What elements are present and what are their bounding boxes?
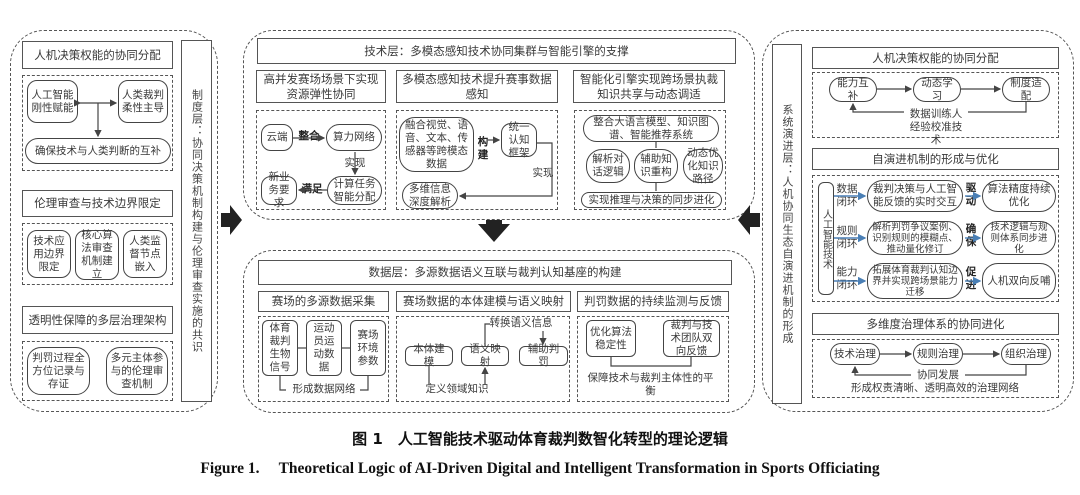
- sys-verb-promote: 促进: [965, 266, 977, 291]
- tech-box-compute-network: 算力网络: [326, 124, 382, 151]
- data-label-convert-semantic: 转换语义信息: [489, 317, 553, 329]
- inst-box-ai-empower: 人工智能刚性赋能: [27, 80, 78, 123]
- data-col1-group: [258, 316, 389, 402]
- sys-step-complement: 能力互补: [829, 77, 877, 102]
- sys-process-ability: 拓展体育裁判认知边界并实现跨场景能力迁移: [867, 263, 963, 299]
- data-box-algo-stability: 优化算法稳定性: [586, 320, 636, 357]
- sys-section3-title: 多维度治理体系的协同进化: [812, 313, 1059, 335]
- tech-col1-group: [256, 110, 386, 210]
- sys-process-rule: 解析判罚争议案例、识别规则的模糊点、推动量化修订: [867, 221, 963, 255]
- sys-loop-label-rule: 规则闭环: [836, 225, 858, 250]
- data-box-two-way-feedback: 裁判与技术团队双向反馈: [663, 319, 720, 357]
- inst-box-human-supervision: 人类监督节点嵌入: [123, 230, 167, 278]
- system-layer-panel: [762, 30, 1074, 412]
- sys-process-data: 裁判决策与人工智能反馈的实时交互: [867, 180, 963, 212]
- sys-gov-rule: 规则治理: [913, 343, 963, 365]
- technology-layer-panel: [243, 30, 755, 220]
- tech-label-integrate: 整合: [298, 130, 320, 142]
- inst-section3-group: [22, 341, 173, 401]
- data-label-balance: 保障技术与裁判主体性的平衡: [587, 372, 714, 397]
- inst-section1-title: 人机决策权能的协同分配: [22, 41, 173, 69]
- sys-step-dynamic-learning: 动态学习: [913, 77, 961, 102]
- sys-verb-drive: 驱动: [965, 182, 977, 207]
- sys-label-governance-network: 形成权责清晰、透明高效的治理网络: [851, 382, 1019, 394]
- institutional-layer-panel: [10, 30, 218, 412]
- sys-section1-group: [812, 72, 1059, 138]
- tech-col2-title: 多模态感知技术提升赛事数据感知: [396, 70, 558, 103]
- tech-box-llm-kg: 整合大语言模型、知识图谱、智能推荐系统: [583, 115, 719, 142]
- data-col3-title: 判罚数据的持续监测与反馈: [577, 291, 729, 312]
- sys-result-algo-precision: 算法精度持续优化: [982, 180, 1056, 212]
- inst-box-complement: 确保技术与人类判断的互补: [25, 138, 171, 164]
- inst-section2-group: [22, 223, 173, 285]
- inst-box-ethics-review: 多元主体参与的伦理审查机制: [106, 347, 168, 395]
- data-box-bio-signal: 体育裁判生物信号: [262, 320, 298, 376]
- figure-caption-cn: 图 1 人工智能技术驱动体育裁判数智化转型的理论逻辑: [352, 430, 728, 448]
- inst-box-boundary: 技术应用边界限定: [27, 230, 71, 278]
- inst-box-algo-review: 核心算法审查机制建立: [75, 229, 119, 280]
- data-col2-title: 赛场数据的本体建模与语义映射: [396, 291, 571, 312]
- sys-box-ai-tech: 人工智能技术: [818, 182, 834, 295]
- system-vertical-label-text: 系统演进层：人机协同生态自演进机制的形成: [781, 104, 794, 344]
- sys-section1-title: 人机决策权能的协同分配: [812, 47, 1059, 69]
- data-col1-title: 赛场的多源数据采集: [258, 291, 389, 312]
- tech-box-new-demand: 新业务要求: [261, 171, 297, 209]
- system-vertical-label: 系统演进层：人机协同生态自演进机制的形成: [772, 44, 802, 404]
- tech-label-realize-2: 实现: [532, 167, 554, 179]
- data-label-form-network: 形成数据网络: [292, 383, 356, 395]
- data-layer-panel: [243, 250, 755, 413]
- sys-section3-group: [812, 339, 1059, 398]
- tech-box-cognitive-framework: 统一认知框架: [501, 121, 537, 159]
- sys-loop-label-data: 数据闭环: [836, 183, 858, 208]
- tech-box-cloud: 云端: [261, 124, 293, 151]
- data-col3-group: [577, 316, 729, 402]
- inst-box-full-record: 判罚过程全方位记录与存证: [27, 347, 90, 395]
- data-box-assist-judge: 辅助判罚: [519, 343, 568, 368]
- sys-result-rule-sync: 技术逻辑与规则体系同步进化: [982, 221, 1056, 255]
- tech-col1-title: 高并发赛场场景下实现资源弹性协同: [256, 70, 386, 103]
- sys-section2-group: [812, 175, 1059, 302]
- data-box-ontology: 本体建模: [405, 343, 453, 368]
- inst-vertical-label-text: 制度层：协同决策机制构建与伦理审查实施的共识: [190, 89, 204, 353]
- sys-result-two-way: 人机双向反哺: [982, 263, 1056, 299]
- data-label-define-domain: 定义领域知识: [425, 383, 489, 395]
- sys-label-data-training: 数据训练人经验校准技术: [909, 108, 963, 146]
- tech-layer-title: 技术层：多模态感知技术协同集群与智能引擎的支撑: [257, 38, 736, 64]
- tech-box-sync-evolution: 实现推理与决策的同步进化: [581, 192, 722, 208]
- data-col2-group: [396, 316, 570, 402]
- tech-box-knowledge-rebuild: 辅助知识重构: [634, 149, 678, 183]
- big-arrow-down-icon: [478, 220, 510, 242]
- sys-gov-tech: 技术治理: [830, 343, 880, 365]
- tech-label-build: 构建: [477, 136, 489, 161]
- tech-box-multimodal-fusion: 融合视觉、语音、文本、传感器等跨模态数据: [399, 117, 474, 172]
- data-box-env-params: 赛场环境参数: [350, 320, 386, 376]
- figure-caption-en: Figure 1. Theoretical Logic of AI-Driven…: [200, 460, 880, 477]
- tech-box-dynamic-path: 动态优化知识路径: [683, 147, 723, 185]
- inst-section2-title: 伦理审查与技术边界限定: [22, 190, 173, 217]
- tech-label-satisfy: 满足: [301, 183, 323, 195]
- inst-section3-title: 透明性保障的多层治理架构: [22, 306, 173, 334]
- tech-label-realize-1: 实现: [344, 157, 366, 169]
- sys-verb-ensure: 确保: [965, 223, 977, 248]
- inst-vertical-label: 制度层：协同决策机制构建与伦理审查实施的共识: [181, 40, 212, 402]
- sys-gov-org: 组织治理: [1001, 343, 1051, 365]
- tech-box-parse-dialog: 解析对话逻辑: [586, 149, 630, 183]
- tech-col2-group: [396, 110, 558, 210]
- data-box-athlete-data: 运动员运动数据: [306, 320, 342, 376]
- inst-box-human-lead: 人类裁判柔性主导: [118, 80, 168, 123]
- tech-col3-title: 智能化引擎实现跨场景执裁知识共享与动态调适: [573, 70, 725, 103]
- sys-section2-title: 自演进机制的形成与优化: [812, 148, 1059, 170]
- sys-loop-label-ability: 能力闭环: [836, 266, 858, 291]
- data-box-semantic-mapping: 语义映射: [461, 343, 509, 368]
- sys-step-institution-adapt: 制度适配: [1002, 77, 1050, 102]
- sys-label-coordinate: 协同发展: [917, 369, 959, 381]
- tech-col3-group: [574, 110, 726, 210]
- tech-box-task-allocate: 计算任务智能分配: [327, 176, 382, 205]
- tech-box-deep-analysis: 多维信息深度解析: [402, 182, 458, 209]
- big-arrow-right-icon: [221, 205, 242, 235]
- data-layer-title: 数据层：多源数据语义互联与裁判认知基座的构建: [258, 260, 732, 285]
- inst-section1-group: [22, 75, 173, 171]
- sys-box-ai-tech-text: 人工智能技术: [820, 208, 832, 269]
